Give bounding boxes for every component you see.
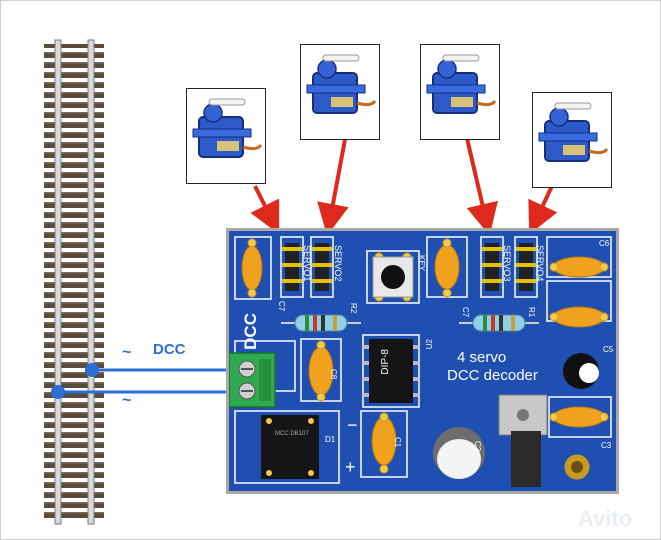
arrow-servo2 [317, 133, 349, 236]
label-c2: C2 [473, 441, 482, 452]
servo-headers [282, 243, 536, 291]
label-c1: C1 [393, 437, 402, 448]
railroad-track [44, 39, 104, 525]
servo-image-4 [532, 92, 612, 188]
terminal-block [229, 352, 276, 408]
push-button [372, 256, 414, 298]
label-d1: D1 [325, 435, 336, 444]
label-c6: C6 [599, 239, 610, 248]
label-c7-left: C7 [277, 301, 286, 312]
label-r2: R2 [349, 303, 358, 314]
resistor-r2 [281, 314, 361, 332]
bridge-rectifier [261, 415, 319, 479]
label-r1: R1 [527, 307, 536, 318]
label-key: KEY [417, 255, 426, 272]
label-servo1: SERVO1 [302, 245, 312, 282]
label-c8: C8 [329, 369, 338, 380]
dip8-chip [362, 334, 420, 408]
capacitor-c5 [434, 244, 460, 290]
capacitor-c4b [552, 306, 606, 328]
label-c7: C7 [461, 307, 470, 318]
label-c3: C3 [601, 441, 612, 450]
tilde-top: ~ [122, 344, 132, 361]
dcc-wires [51, 363, 246, 399]
wire-contact-top [85, 363, 99, 377]
arrow-servo3 [464, 133, 498, 236]
board-title-line1: 4 servo [457, 349, 507, 366]
servo-image-1 [186, 88, 266, 184]
arrow-servo1 [250, 185, 280, 235]
resistor-r1 [459, 314, 539, 332]
dcc-wire-label: DCC [153, 341, 186, 358]
board-title-line2: DCC decoder [447, 367, 538, 384]
voltage-regulator [498, 394, 548, 487]
label-servo4: SERVO4 [535, 245, 545, 282]
capacitor-c6 [552, 256, 606, 278]
servo-image-3 [420, 44, 500, 140]
capacitor-c4-dot [563, 353, 599, 389]
label-minus: − [347, 415, 358, 435]
label-servo3: SERVO3 [502, 245, 512, 282]
board-dcc-label: DCC [241, 313, 260, 350]
label-dip8: DIP-8 [380, 349, 391, 375]
servo-image-2 [300, 44, 380, 140]
bridge-marking: MCC DB107 [275, 431, 309, 437]
label-servo2: SERVO2 [333, 245, 343, 282]
capacitor-c4 [241, 245, 263, 291]
servo-arrows [250, 133, 558, 236]
tilde-bottom: ~ [122, 392, 132, 409]
capacitor-c2 [433, 427, 485, 479]
wire-contact-bottom [51, 385, 65, 399]
arrow-servo4 [528, 185, 558, 235]
capacitor-c3 [552, 406, 606, 428]
label-u2: U2 [425, 339, 434, 350]
watermark: Avito [578, 506, 633, 531]
label-c5: C5 [603, 345, 614, 354]
pcb-board: DCC 4 servo DCC decoder SERVO1 SERVO2 SE… [226, 228, 619, 494]
label-plus: + [345, 457, 356, 477]
